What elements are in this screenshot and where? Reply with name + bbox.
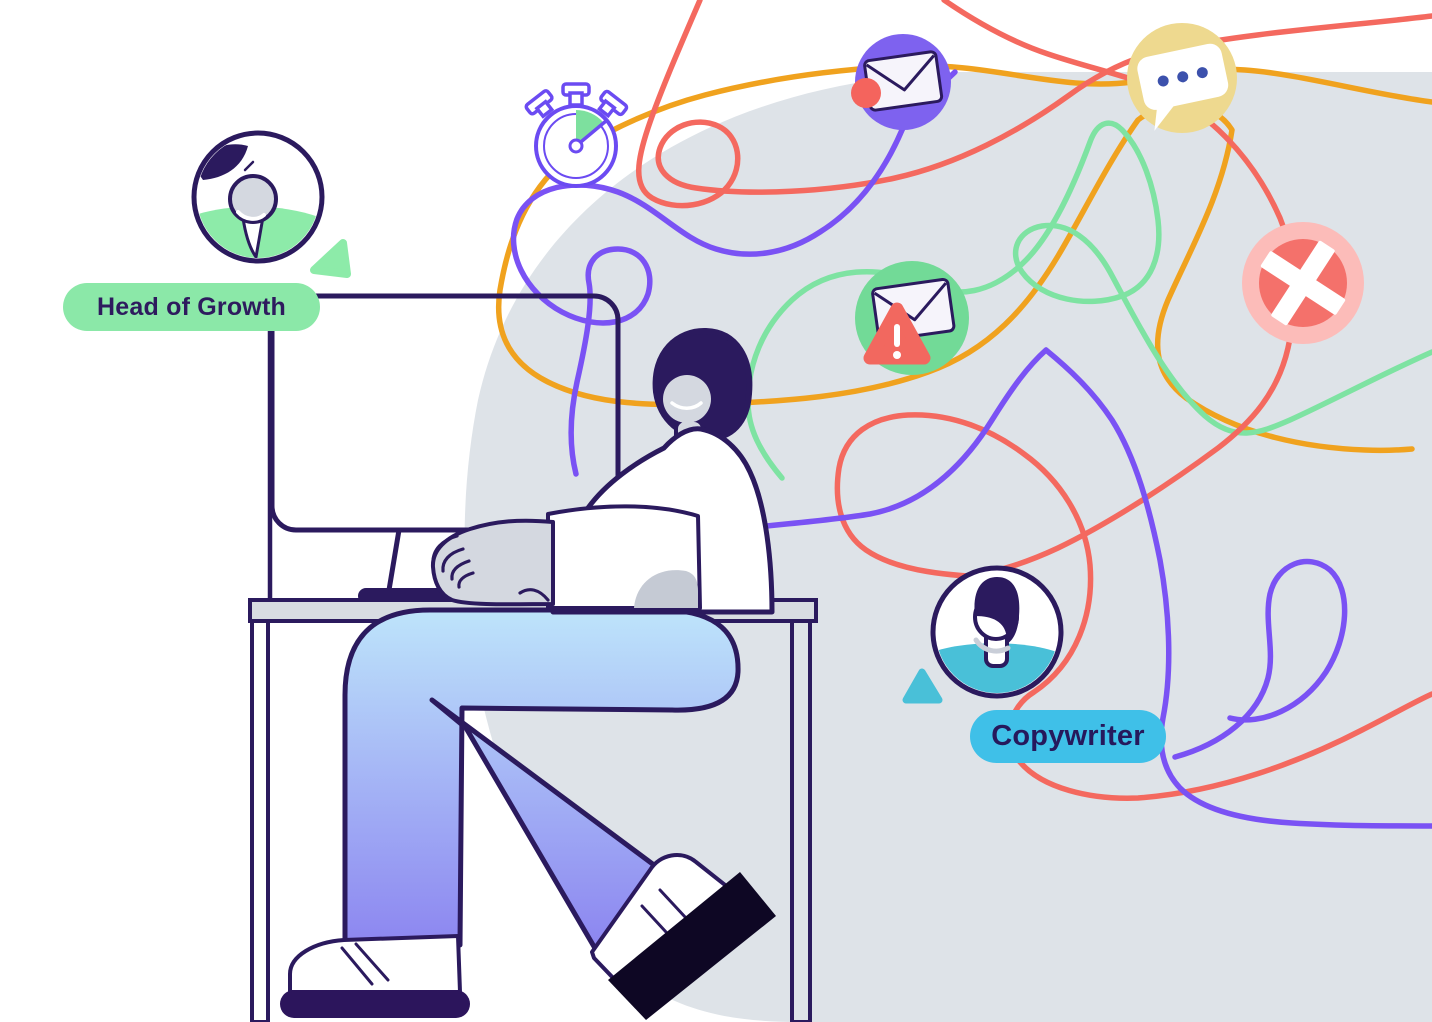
copywriter-badge: Copywriter (970, 710, 1166, 763)
desk-leg-left (250, 619, 270, 1022)
copywriter-avatar (902, 565, 1064, 704)
left-shoe-sole (280, 990, 470, 1018)
person-thigh (342, 607, 741, 948)
mail-notification-icon (851, 34, 951, 130)
thread-purple-long (697, 347, 1432, 829)
stopwatch-icon (524, 82, 629, 188)
head-of-growth-avatar (191, 130, 351, 278)
right-shoe-sole (608, 872, 776, 1020)
thread-red-bottom (834, 412, 1432, 801)
person-sitting (280, 327, 776, 1020)
thread-purple-right-loop (1172, 558, 1348, 760)
thread-green (745, 120, 1432, 481)
growth-pointer-triangle (310, 239, 351, 278)
person-smile (670, 401, 703, 410)
chat-typing-icon (1127, 23, 1237, 133)
mail-warning-icon (855, 261, 969, 375)
elbow-shadow (634, 570, 698, 608)
person-face (663, 375, 711, 423)
copywriter-label: Copywriter (991, 720, 1145, 752)
head-of-growth-badge: Head of Growth (63, 283, 320, 331)
desk-leg-right (790, 619, 812, 1022)
backdrop-blob (464, 72, 1432, 1022)
copywriter-pointer-triangle (902, 668, 943, 704)
error-cross-icon (1242, 222, 1364, 344)
head-of-growth-label: Head of Growth (97, 292, 286, 321)
thread-purple-loop (510, 69, 958, 477)
person-hand (430, 518, 555, 607)
